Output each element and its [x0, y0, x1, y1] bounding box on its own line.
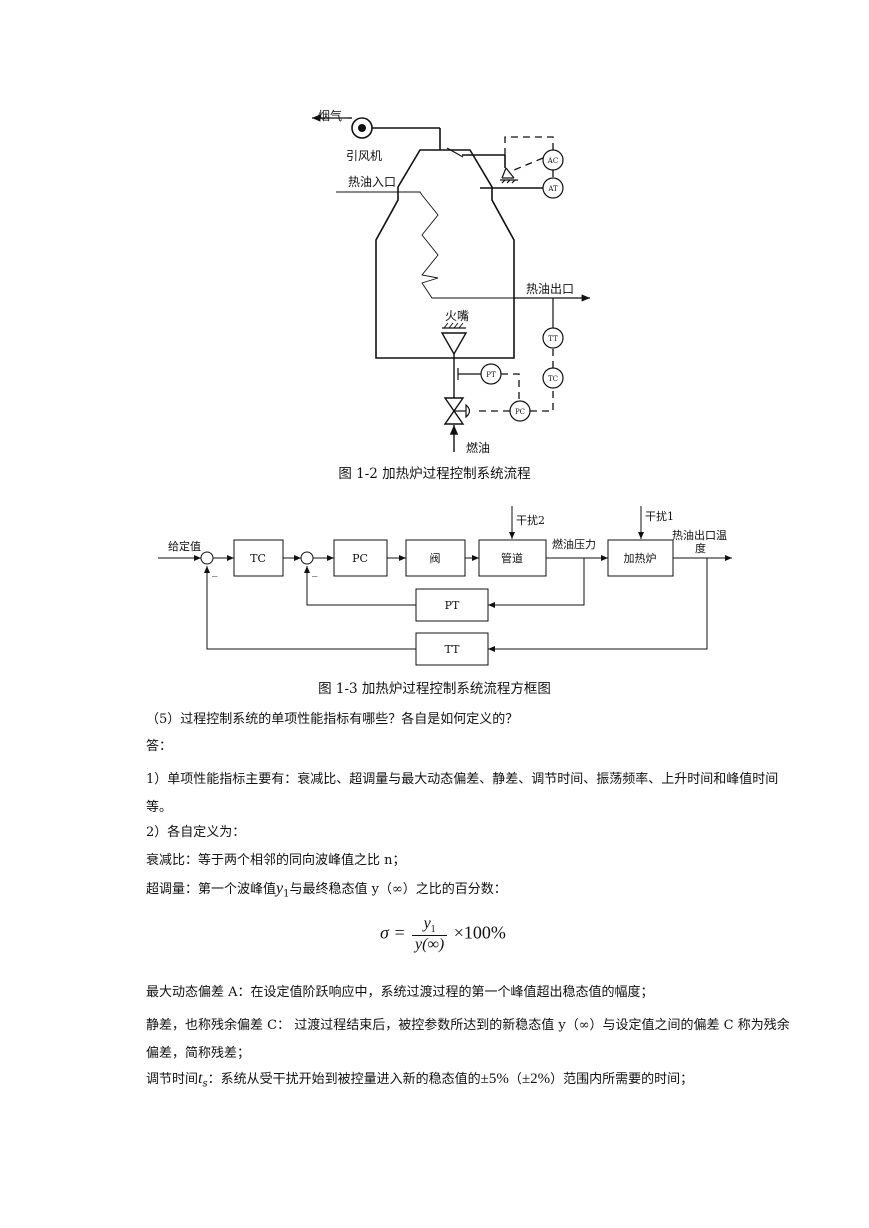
ts-subscript: s: [202, 1078, 208, 1090]
furnace-outline: [375, 149, 515, 359]
pc-controller-icon: [509, 400, 531, 422]
flue-gas-label: 烟气: [318, 108, 342, 123]
pt-block: [415, 588, 489, 622]
settling-text-f: ）范围内所需要的时间；: [550, 1072, 694, 1087]
heating-coil: [336, 191, 515, 299]
heater-block-label: 加热炉: [624, 552, 657, 565]
valve-block-label: 阀: [430, 551, 441, 565]
paragraph-5: 最大动态偏差 A：在设定值阶跃响应中，系统过渡过程的第一个峰值超出稳态值的幅度；: [146, 985, 654, 1000]
burner-icon: [440, 332, 468, 356]
outer-minus-sign: _: [212, 564, 218, 577]
settling-text-d: （: [508, 1072, 522, 1087]
tc-controller-icon: [542, 367, 564, 389]
at-label: AT: [547, 185, 558, 193]
pt-block-label: PT: [445, 599, 460, 612]
settling-text-b: ：系统从受干扰开始到被控量进入新的稳态值的: [207, 1072, 481, 1087]
oil-inlet-label: 热油入口: [348, 175, 396, 189]
overshoot-text-a: 超调量：第一个波峰值: [146, 882, 277, 897]
tt-transmitter-icon: [542, 327, 564, 349]
tt-block: [415, 632, 489, 666]
disturbance-1-label: 干扰1: [645, 509, 674, 523]
heater-block: [607, 539, 674, 577]
disturbance-2-label: 干扰2: [516, 513, 545, 527]
heater-block-diagram: TC PC 阀 管道 加热炉 PT TT 给定值 _ _ 干扰2 干扰1 燃油压…: [158, 506, 732, 666]
tc-block-label: TC: [250, 552, 266, 565]
paragraph-4: 超调量：第一个波峰值y1与最终稳态值 y（∞）之比的百分数：: [110, 880, 826, 904]
ac-label: AC: [547, 157, 558, 165]
heater-process-diagram: AC AT PT PC TT TC 烟气 引风机 热油入口 热油出口 火嘴 燃油: [312, 108, 590, 455]
settling-text-a: 调节时间: [146, 1072, 199, 1087]
tt-label: TT: [548, 335, 558, 343]
outlet-temp-label-line1: 热油出口温: [672, 528, 727, 542]
burner-label: 火嘴: [445, 309, 469, 323]
paragraph-2: 2）各自定义为：: [146, 825, 246, 840]
at-transmitter-icon: [542, 177, 564, 199]
outlet-temp-label-line2: 度: [695, 541, 706, 555]
pc-block-label: PC: [352, 552, 368, 565]
formula-numerator-sub: 1: [430, 924, 436, 936]
settling-band-5: ±5%: [480, 1071, 509, 1087]
figure-1-3-caption: 图 1-3 加热炉过程控制系统流程方框图: [318, 681, 551, 697]
paragraph-1: 1）单项性能指标主要有：衰减比、超调量与最大动态偏差、静差、调节时间、振荡频率、…: [146, 772, 779, 815]
overshoot-formula: σ = y1 y(∞) ×100%: [380, 915, 506, 954]
pc-label: PC: [515, 408, 525, 416]
fuel-valve-icon: [443, 397, 465, 413]
formula-tail: ×100%: [453, 922, 506, 943]
pc-block: [333, 539, 388, 577]
outer-summing-junction: [200, 551, 214, 565]
formula-denominator: y(∞): [415, 936, 445, 954]
ts-symbol: t: [198, 1070, 203, 1087]
valve-block: [405, 539, 466, 577]
pt-label: PT: [486, 371, 496, 379]
answer-label: 答：: [146, 739, 173, 754]
tc-block: [233, 539, 284, 577]
ac-controller-icon: [542, 149, 564, 171]
y1-subscript: 1: [283, 888, 290, 900]
pipe-block: [478, 539, 547, 577]
induced-fan-label: 引风机: [346, 149, 382, 163]
formula-numerator: y: [423, 915, 431, 932]
paragraph-7: 调节时间ts：系统从受干扰开始到被控量进入新的稳态值的±5%（±2%）范围内所需…: [110, 1070, 826, 1094]
y1-symbol: y: [276, 880, 284, 897]
paragraph-3: 衰减比：等于两个相邻的同向波峰值之比 n；: [146, 853, 406, 868]
figure-1-2-caption: 图 1-2 加热炉过程控制系统流程: [338, 466, 531, 482]
pipe-block-label: 管道: [501, 551, 523, 565]
overshoot-text-b: 与最终稳态值 y（∞）之比的百分数：: [289, 882, 507, 897]
tc-label: TC: [548, 375, 558, 383]
oil-outlet-label: 热油出口: [526, 282, 574, 296]
question-5: （5）过程控制系统的单项性能指标有哪些？各自是如何定义的？: [146, 712, 519, 727]
paragraph-6: 静差，也称残余偏差 C： 过渡过程结束后，被控参数所达到的新稳态值 y（∞）与设…: [146, 1018, 790, 1061]
fuel-label: 燃油: [466, 440, 490, 455]
tt-block-label: TT: [445, 643, 461, 656]
fuel-pressure-label: 燃油压力: [552, 537, 596, 551]
setpoint-label: 给定值: [168, 539, 201, 553]
formula-fraction: y1 y(∞): [412, 915, 448, 954]
settling-band-2: ±2%: [521, 1071, 551, 1087]
inner-summing-junction: [300, 551, 314, 565]
inner-minus-sign: _: [312, 564, 318, 577]
formula-sigma: σ =: [380, 922, 406, 943]
